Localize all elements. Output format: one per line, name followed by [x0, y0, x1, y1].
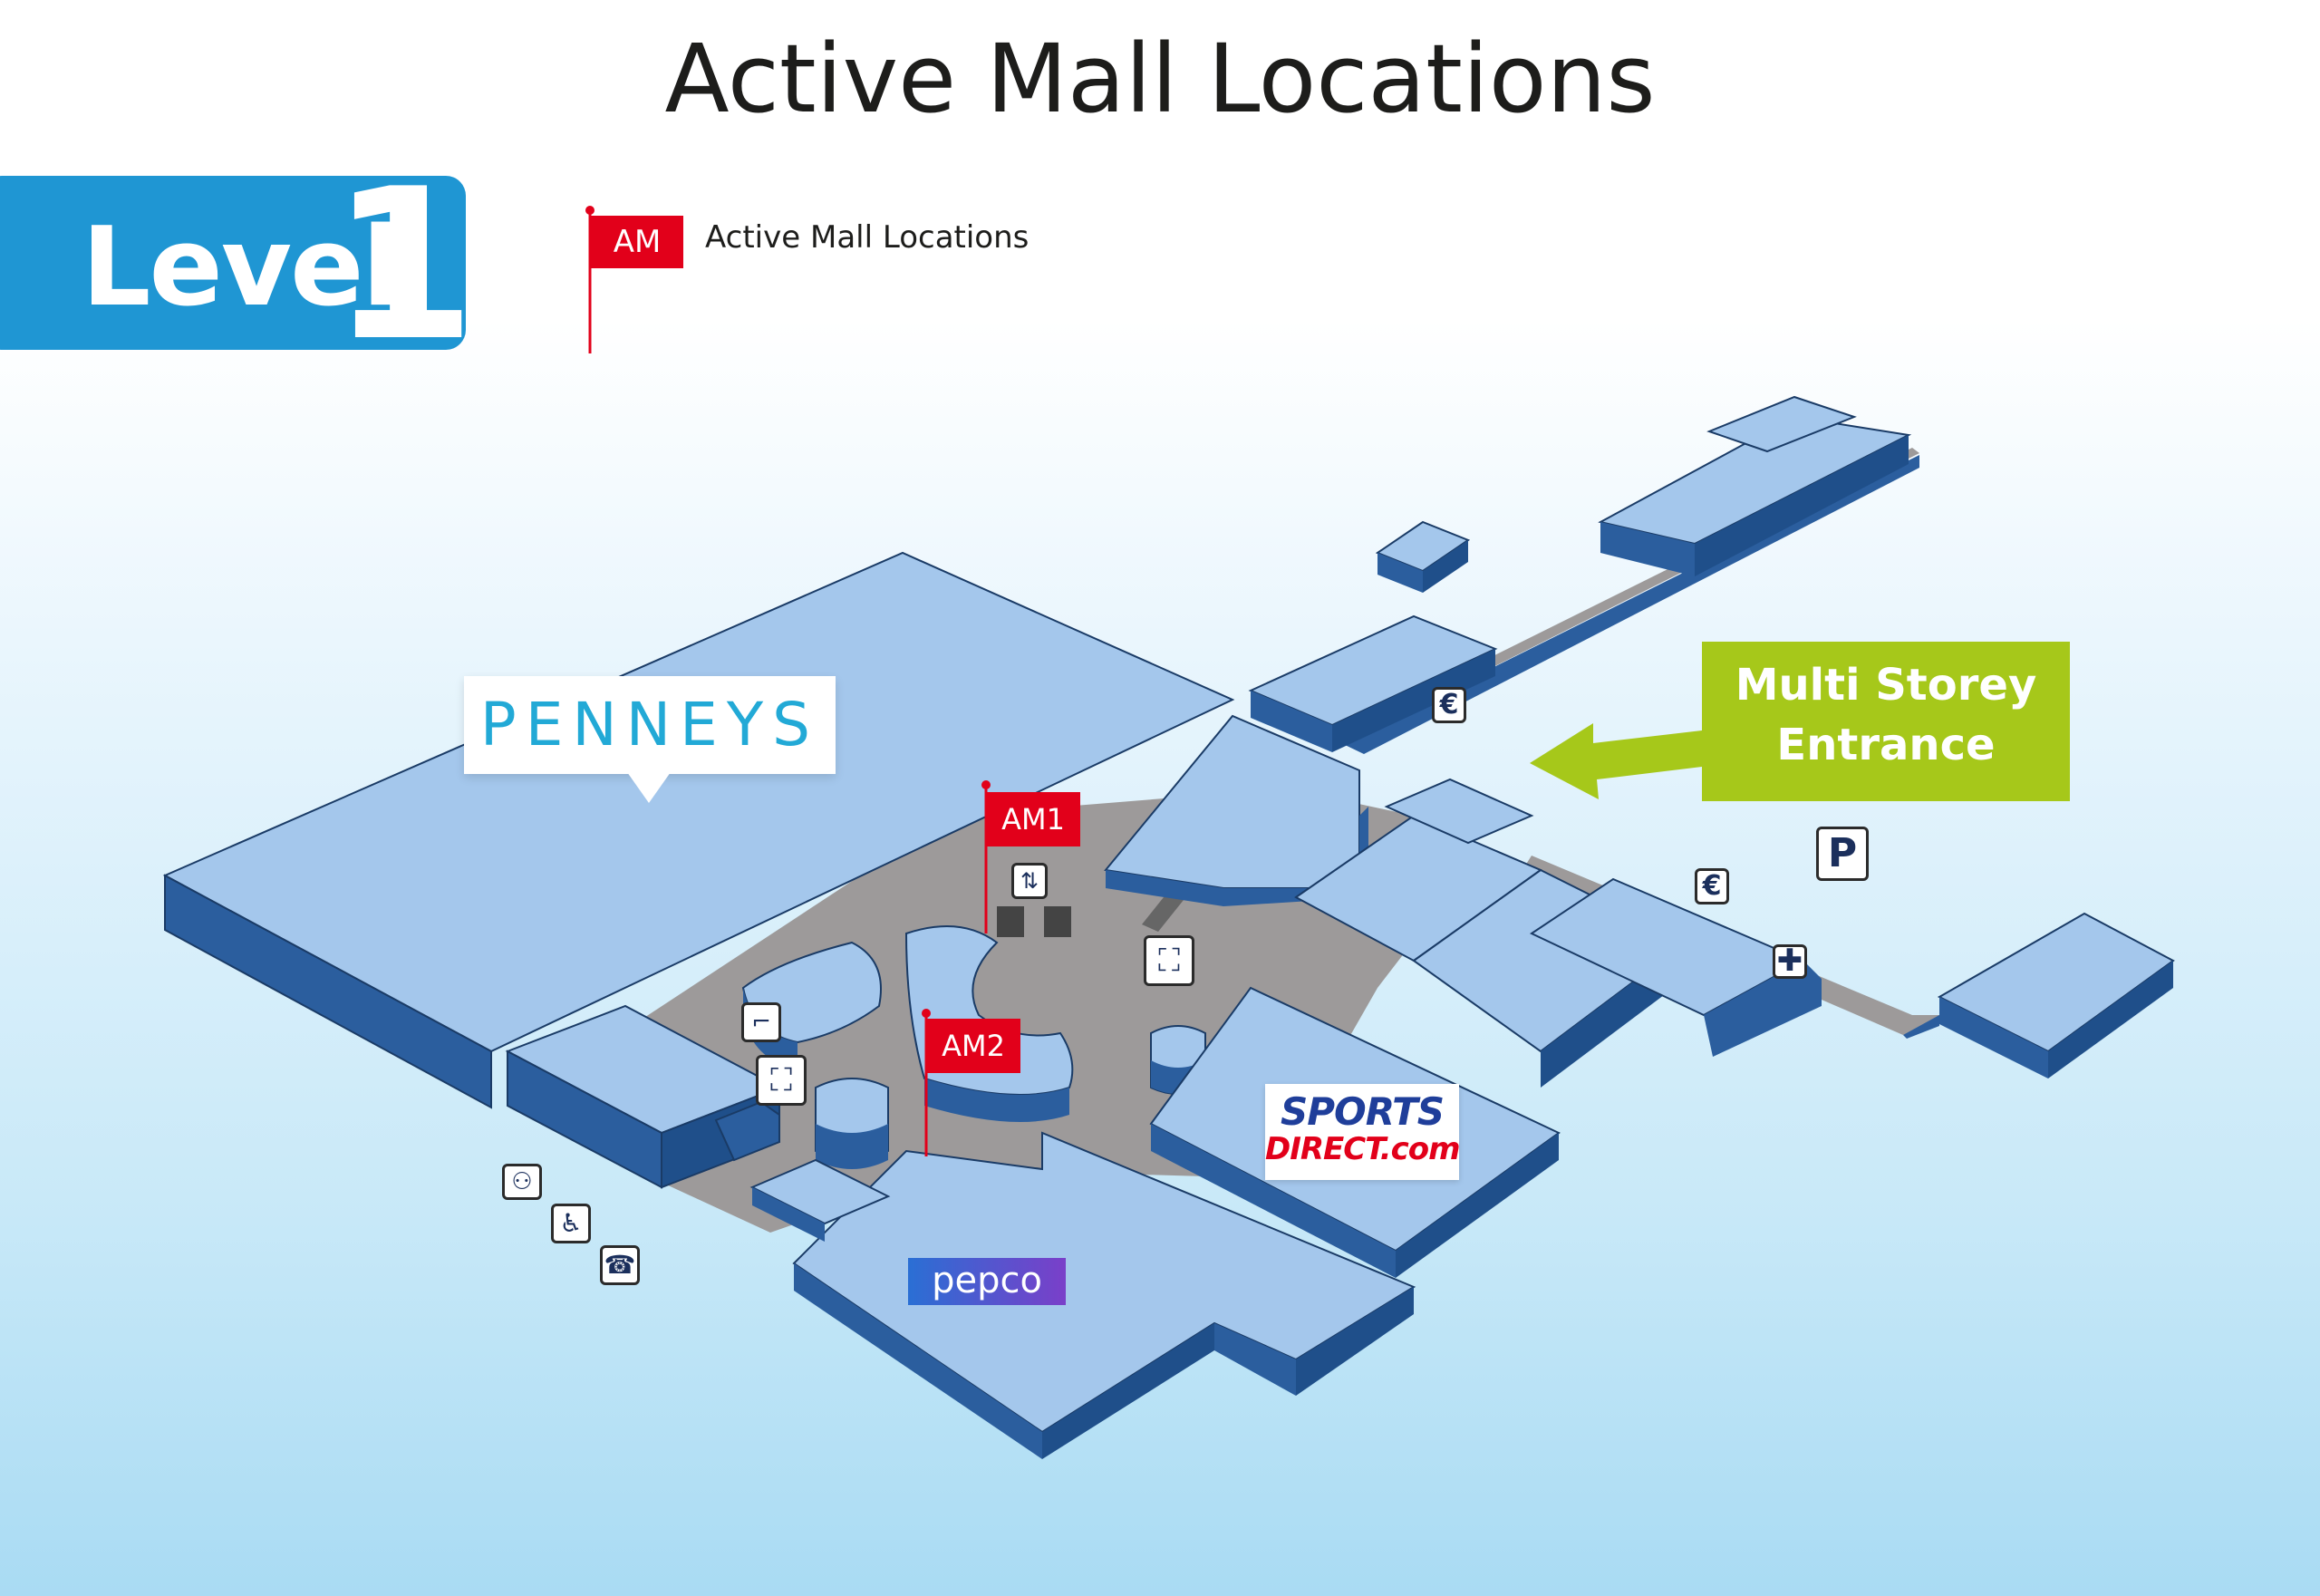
stairs-icon: ⌐ [741, 1002, 781, 1042]
escalator-icon: ⛶ [1144, 935, 1194, 986]
unit-penneys [162, 551, 1235, 1109]
legend-label: Active Mall Locations [705, 219, 1030, 256]
multi-storey-entrance-label[interactable]: Multi Storey Entrance [1702, 642, 2070, 801]
legend-flag-box: AM [591, 216, 683, 268]
arrow-left-icon [1530, 723, 1702, 799]
unit-block-far-right [1937, 912, 2175, 1079]
unit-pepco [749, 1131, 1416, 1459]
unit-block-right-middle [1294, 778, 1822, 1088]
parking-icon: P [1816, 827, 1869, 881]
unit-block-upper-right [1248, 520, 1498, 752]
pepco-logo[interactable]: pepco [908, 1258, 1066, 1305]
sports-direct-logo[interactable]: SPORTS DIRECT.com [1265, 1084, 1461, 1180]
atm-icon: € [1695, 868, 1729, 904]
first-aid-icon: ✚ [1773, 944, 1807, 979]
flag-am2[interactable]: AM2 [926, 1019, 1020, 1073]
level-word: Level [82, 205, 400, 331]
accessible-icon: ♿ [551, 1204, 591, 1243]
level-number: 1 [331, 145, 477, 387]
entrance-line2: Entrance [1776, 720, 1996, 770]
sports-direct-line2: DIRECT.com [1265, 1131, 1461, 1167]
level-badge: Level 1 [0, 145, 476, 387]
legend-flag [585, 206, 594, 353]
page-title: Active Mall Locations [664, 24, 1656, 134]
phone-icon: ☎ [600, 1245, 640, 1285]
unit-block-far-top-right [1598, 395, 1912, 576]
escalator-icon: ⛶ [756, 1055, 807, 1106]
toilet-icon: ⚇ [502, 1164, 542, 1200]
entrance-line1: Multi Storey [1735, 660, 2037, 711]
penneys-pointer [627, 772, 671, 803]
flag-am1[interactable]: AM1 [986, 792, 1080, 846]
atm-icon: € [1432, 687, 1466, 723]
unit-block-lower-left [505, 1004, 782, 1189]
penneys-logo[interactable]: PENNEYS [464, 676, 836, 774]
lift-icon: ⇅ [1011, 863, 1048, 899]
sports-direct-line1: SPORTS [1280, 1089, 1445, 1134]
